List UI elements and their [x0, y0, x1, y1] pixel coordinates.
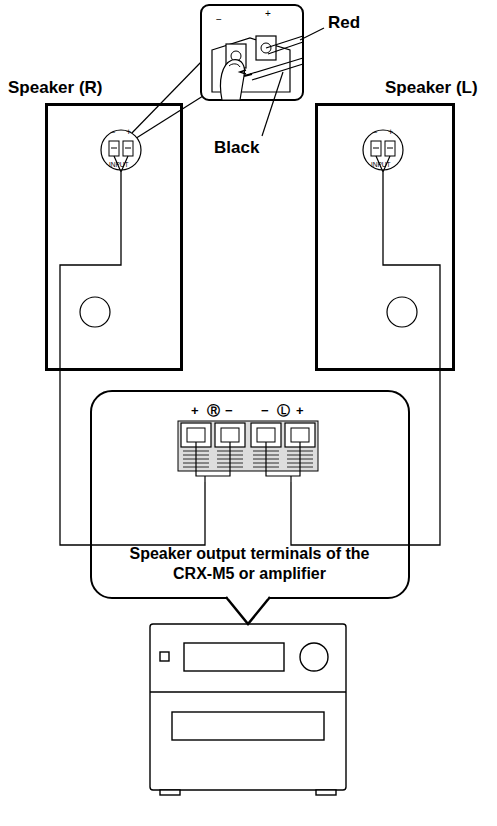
terminal-mark: −: [261, 404, 269, 418]
leader-line: [262, 72, 283, 136]
bass-port: [387, 297, 417, 327]
terminal-mark: Ⓡ: [207, 404, 220, 418]
terminal-mark: −: [225, 404, 233, 418]
terminal-mark: +: [296, 404, 304, 418]
wire-color-label: Red: [328, 14, 360, 33]
input-terminal: − + INPUT: [99, 128, 143, 172]
callout-tail: [226, 597, 270, 624]
terminal-mark: INPUT: [109, 161, 129, 168]
speaker-wire: [291, 172, 440, 545]
callout-text: Speaker output terminals of the CRX-M5 o…: [125, 544, 375, 584]
speaker-wire: [60, 172, 205, 545]
terminal-mark: +: [191, 404, 199, 418]
terminal-mark: Ⓛ: [277, 404, 290, 418]
input-terminal: − + INPUT: [361, 128, 405, 172]
speaker-label: Speaker (L): [385, 79, 478, 98]
leader-line: [300, 28, 324, 40]
speaker-cabinet: Speaker (L)−+INPUT: [315, 103, 455, 371]
leader-line: [128, 60, 203, 137]
wire-color-label: Black: [214, 139, 259, 158]
inset-closeup: [201, 5, 303, 100]
callout-tail-gap: [229, 594, 268, 599]
terminal-mark: −: [110, 128, 115, 138]
terminal-mark: +: [388, 128, 393, 138]
terminal-mark: −: [372, 128, 377, 138]
speaker-label: Speaker (R): [8, 79, 102, 98]
terminal-mark: INPUT: [371, 161, 391, 168]
output-terminal-block: +Ⓡ−−Ⓛ+: [177, 404, 319, 482]
speaker-cabinet: Speaker (R)−+INPUT: [45, 103, 183, 371]
callout-bubble: Speaker output terminals of the CRX-M5 o…: [90, 390, 410, 599]
amplifier-unit: [150, 624, 346, 795]
polarity-mark: +: [265, 8, 271, 19]
polarity-mark: −: [216, 14, 222, 25]
bass-port: [80, 297, 110, 327]
terminal-mark: +: [126, 128, 131, 138]
